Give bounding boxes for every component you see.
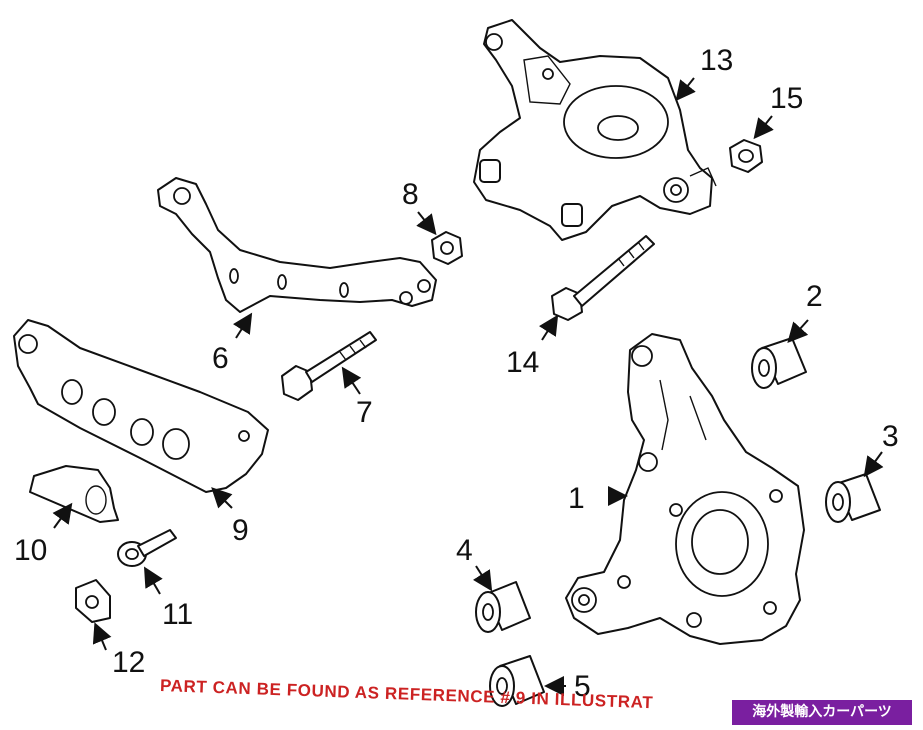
- arrow-9: [211, 487, 233, 509]
- callout-13: 13: [700, 44, 733, 77]
- part-11-bolt: [117, 529, 177, 567]
- leader-arrows: [52, 77, 884, 696]
- part-12-washer: [75, 579, 111, 623]
- arrow-13: [675, 77, 696, 102]
- callout-7: 7: [356, 396, 373, 429]
- import-parts-badge: 海外製輸入カーパーツ: [732, 700, 912, 725]
- callout-11: 11: [162, 598, 193, 631]
- arrow-6: [232, 312, 253, 339]
- callout-15: 15: [770, 82, 803, 115]
- part-14-bolt: [551, 235, 655, 321]
- arrow-15: [753, 115, 774, 140]
- callout-14: 14: [506, 346, 539, 379]
- callout-10: 10: [14, 534, 47, 567]
- callout-3: 3: [882, 420, 899, 453]
- callout-9: 9: [232, 514, 249, 547]
- arrow-8: [416, 211, 437, 236]
- callout-6: 6: [212, 342, 229, 375]
- callout-labels: 1 2 3 4 5 6 7 8 9 10 11 12 13 14 15: [14, 44, 899, 703]
- part-13-carrier: [473, 19, 717, 241]
- callout-2: 2: [806, 280, 823, 313]
- arrow-14: [538, 314, 559, 341]
- callout-12: 12: [112, 646, 145, 679]
- part-2-bushing: [751, 337, 807, 389]
- arrow-7: [341, 366, 362, 395]
- arrow-10: [52, 502, 73, 529]
- part-8-nut: [431, 231, 463, 265]
- part-4-bushing: [475, 581, 531, 633]
- part-9-lower-arm: [13, 319, 269, 493]
- arrow-3: [863, 451, 884, 478]
- callout-8: 8: [402, 178, 419, 211]
- arrow-12: [92, 622, 112, 651]
- part-7-bolt: [281, 331, 377, 401]
- arrow-11: [143, 566, 163, 595]
- callout-4: 4: [456, 534, 473, 567]
- arrow-4: [472, 565, 493, 592]
- part-6-control-arm: [157, 177, 437, 313]
- callout-5: 5: [574, 670, 591, 703]
- callout-1: 1: [568, 482, 585, 515]
- part-15-nut: [729, 139, 763, 173]
- part-3-bushing: [825, 473, 881, 523]
- part-1-knuckle: [565, 333, 805, 645]
- arrow-2: [787, 319, 809, 343]
- part-10-shield: [29, 465, 119, 523]
